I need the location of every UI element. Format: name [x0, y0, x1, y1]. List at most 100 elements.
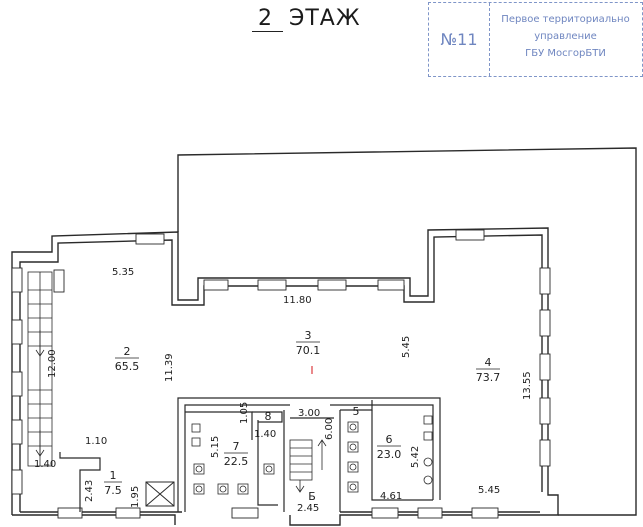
partition-room-8 [252, 411, 283, 423]
room-5-number: 5 [353, 405, 360, 418]
dimension-label: 5.45 [401, 336, 412, 358]
room-6-number: 6 [386, 433, 393, 446]
corridor-wall [59, 452, 101, 512]
elevator-shaft [145, 481, 175, 507]
stamp-org-line: ГБУ МосгорБТИ [525, 48, 606, 59]
toilet [347, 441, 359, 453]
dimension-label: 2.43 [84, 480, 95, 502]
room-1-number: 1 [110, 469, 117, 482]
lower-block-wall [177, 397, 441, 512]
window [11, 267, 23, 293]
room-2-number: 2 [124, 345, 131, 358]
main-wall-outer [11, 227, 559, 516]
window [371, 507, 399, 519]
window [11, 419, 23, 445]
room-4-area: 73.7 [476, 371, 501, 384]
dimension-label: 5.45 [478, 485, 500, 496]
dimension-label: 5.35 [112, 267, 134, 278]
red-marker: I [310, 364, 313, 377]
room-6-area: 23.0 [377, 448, 402, 461]
drain [423, 457, 433, 467]
floor-number: 2 [252, 6, 283, 32]
window [53, 269, 65, 293]
dimension-label: 13.55 [522, 371, 533, 400]
window [377, 279, 405, 291]
dimension-label: 2.45 [297, 503, 319, 514]
room-4-number: 4 [485, 356, 492, 369]
window [417, 507, 443, 519]
room-2-area: 65.5 [115, 360, 140, 373]
dimension-labels: 5.35 11.80 5.45 11.39 12.00 13.55 1.10 1… [34, 267, 533, 514]
dimension-label: 11.80 [283, 295, 312, 306]
window [115, 507, 141, 519]
left-staircase [27, 271, 53, 467]
dimension-label: 1.05 [239, 402, 250, 424]
room-1-area: 7.5 [104, 484, 122, 497]
dimension-label: 11.39 [164, 353, 175, 382]
toilet [193, 463, 205, 475]
window [539, 353, 551, 381]
dimension-label: 5.15 [210, 436, 221, 458]
room-7-number: 7 [233, 440, 240, 453]
window [135, 233, 165, 245]
window [471, 507, 499, 519]
sink [191, 423, 201, 433]
stamp-organization: Первое территориально управление ГБУ Мос… [489, 11, 642, 62]
dimension-label: 1.40 [34, 459, 56, 470]
room-8-number: 8 [265, 410, 272, 423]
window [11, 319, 23, 345]
toilet [347, 481, 359, 493]
sink [423, 415, 433, 425]
room-3-number: 3 [305, 329, 312, 342]
window [539, 397, 551, 425]
window [11, 371, 23, 397]
room-labels: 2 65.5 3 70.1 4 73.7 1 7.5 7 22.5 6 23.0… [104, 329, 500, 503]
room-7-area: 22.5 [224, 455, 249, 468]
window [455, 229, 485, 241]
dimension-label: 12.00 [47, 349, 58, 378]
dimension-label: 5.42 [410, 446, 421, 468]
window [231, 507, 259, 519]
upper-area-outline [177, 147, 637, 516]
window [539, 309, 551, 337]
central-staircase [289, 439, 327, 493]
outer-walls [11, 147, 637, 526]
window [257, 279, 287, 291]
lower-block-inner [184, 404, 434, 512]
sanitary-fixtures [191, 415, 433, 495]
stamp-org-line: Первое территориально [501, 14, 630, 25]
dimension-label: 3.00 [298, 408, 320, 419]
room-3-area: 70.1 [296, 344, 321, 357]
dimension-label: 4.61 [380, 491, 402, 502]
partition-room-6 [371, 410, 433, 501]
window [11, 469, 23, 495]
sink [423, 431, 433, 441]
stamp-number: №11 [429, 3, 490, 76]
room-b-number: Б [308, 490, 316, 503]
interior-walls [59, 397, 441, 512]
sink [191, 437, 201, 447]
partition-stair [283, 410, 341, 512]
window [539, 267, 551, 295]
dimension-label: 1.10 [85, 436, 107, 447]
window [317, 279, 347, 291]
drain [423, 475, 433, 485]
toilet [237, 483, 249, 495]
toilet [347, 421, 359, 433]
windows [11, 229, 551, 519]
dimension-label: 1.40 [254, 429, 276, 440]
window [203, 279, 229, 291]
dimension-label: 6.00 [324, 418, 335, 440]
toilet [217, 483, 229, 495]
toilet [193, 483, 205, 495]
bottom-wall [12, 511, 540, 526]
window [539, 439, 551, 467]
floor-label: ЭТАЖ [289, 6, 361, 31]
window [57, 507, 83, 519]
stamp-org-line: управление [534, 31, 597, 42]
dimension-label: 1.95 [130, 486, 141, 508]
main-wall-inner [19, 234, 543, 512]
toilet [263, 463, 275, 475]
